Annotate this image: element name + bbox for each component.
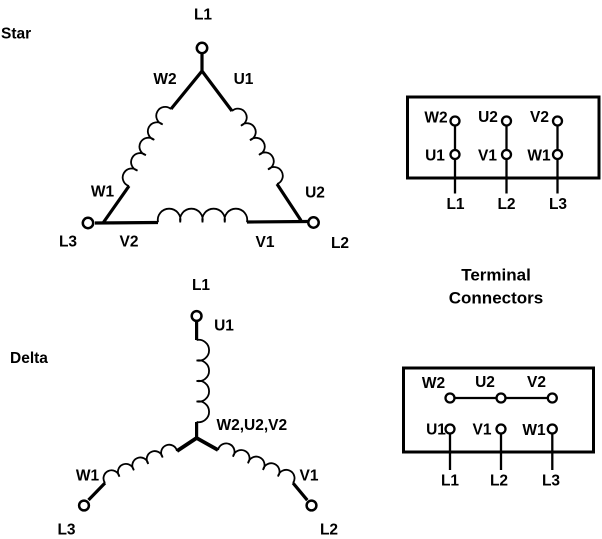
star-winding-diagram: L1 W2 U1 W1 U2 L3 V2 V1 L2 [59,7,349,253]
star-terminal-box: W2 U2 V2 U1 V1 W1 L1 L2 L3 [406,95,601,213]
star-box-label-u2: U2 [478,109,498,126]
star-lead-label-l2: L2 [331,235,349,252]
star-terminal-node-l2 [307,216,320,229]
star-lead-label-l1: L1 [194,7,212,24]
delta-coil-left-winding [102,443,178,484]
star-terminal-label-w1: W1 [91,184,115,201]
delta-box-terminal-node-v1 [495,423,507,435]
star-terminal-box-outline [406,95,601,180]
delta-terminal-node-l3 [77,499,91,512]
terminal-connectors-caption: Terminal Connectors [449,266,543,308]
delta-box-label-u1: U1 [426,422,446,439]
star-box-terminal-node-v2 [551,115,564,127]
star-coil-left-winding [121,106,172,187]
delta-section-label: Delta [10,350,48,367]
caption-line1: Terminal [461,266,531,285]
delta-terminal-label-u1: U1 [214,318,234,335]
star-box-label-v1: V1 [478,148,497,165]
star-box-terminal-node-u2 [500,115,513,127]
delta-lead-label-l3: L3 [57,522,75,539]
star-coil-bottom-winding [156,207,249,223]
delta-terminal-box-outline [402,366,595,454]
delta-box-label-w2: W2 [422,375,445,392]
delta-box-lead-label-l1: L1 [441,473,459,490]
star-box-lead-label-l1: L1 [446,196,464,213]
star-terminal-label-w2: W2 [153,71,176,88]
delta-terminal-node-l1 [190,309,203,323]
star-winding-wires [94,54,308,225]
star-terminal-label-u1: U1 [234,71,254,88]
caption-line2: Connectors [449,289,543,308]
delta-terminal-label-w1: W1 [76,468,100,485]
delta-junction-label: W2,U2,V2 [217,417,288,434]
delta-box-terminal-node-u2 [495,392,507,404]
delta-box-lead-label-l3: L3 [542,473,560,490]
star-terminal-label-u2: U2 [305,185,325,202]
delta-terminal-node-l2 [305,499,318,512]
delta-coil-top-winding [196,338,210,424]
delta-box-label-v2: V2 [527,374,546,391]
delta-center-junction [175,436,219,453]
delta-coil-right-winding [217,442,296,484]
star-section-label: Star [1,26,31,43]
star-box-label-u1: U1 [425,148,445,165]
star-box-terminal-node-v1 [500,148,513,161]
delta-lead-label-l1: L1 [192,277,210,294]
star-box-label-w1: W1 [527,148,551,165]
delta-lead-label-l2: L2 [320,522,338,539]
star-lead-label-l3: L3 [59,234,77,251]
delta-box-terminal-node-v2 [546,392,558,404]
delta-box-label-w1: W1 [522,422,546,439]
star-terminal-label-v2: V2 [120,234,139,251]
star-terminal-node-l1 [195,41,209,55]
star-box-terminal-node-w1 [551,148,564,161]
delta-box-lead-label-l2: L2 [490,473,508,490]
delta-box-terminal-node-u1 [444,423,456,435]
delta-box-terminal-node-w2 [444,392,456,404]
star-box-label-v2: V2 [530,109,549,126]
star-box-terminal-node-u1 [449,148,461,161]
delta-box-label-v1: V1 [473,422,492,439]
star-box-terminal-node-w2 [449,115,461,127]
star-section: Star L1 W2 U1 W1 U2 L3 V2 V1 [1,7,601,253]
star-box-label-w2: W2 [424,110,447,127]
delta-box-label-u2: U2 [475,374,495,391]
delta-winding-wires [87,322,309,502]
star-box-lead-label-l3: L3 [549,196,567,213]
delta-terminal-label-v1: V1 [300,468,319,485]
delta-section: Delta L1 U1 W2,U2,V2 W1 V1 L3 [10,277,595,539]
delta-winding-diagram: L1 U1 W2,U2,V2 W1 V1 L3 L2 [57,277,338,539]
star-coil-right-winding [231,107,284,185]
star-terminal-node-l3 [81,216,95,230]
star-terminal-label-v1: V1 [256,234,275,251]
delta-terminal-box: W2 U2 V2 U1 V1 W1 L1 L2 L3 [402,366,595,490]
star-box-lead-label-l2: L2 [497,196,515,213]
delta-box-terminal-node-w1 [546,423,558,435]
